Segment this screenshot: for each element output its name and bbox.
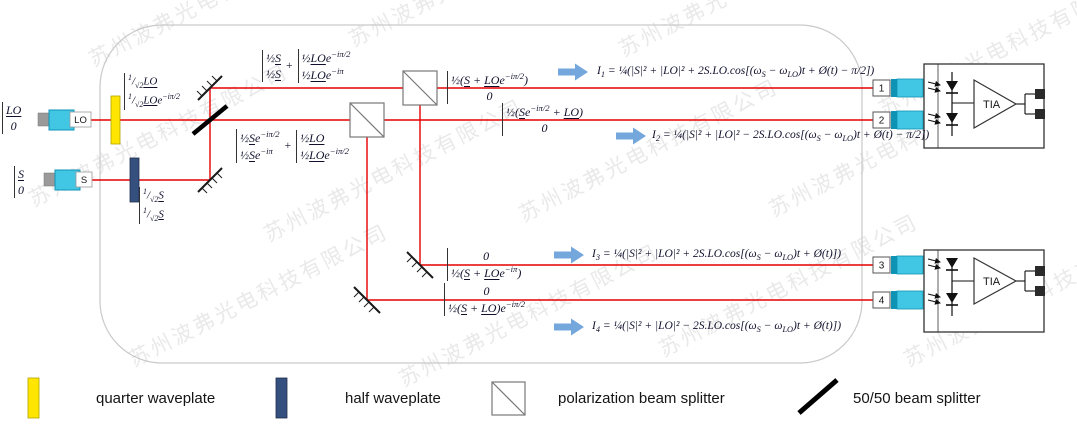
output-port-number: 4: [879, 296, 885, 307]
polarization-beam-splitter-icon: [402, 70, 438, 106]
mirror-icon: [406, 251, 434, 279]
tia-label: TIA: [983, 276, 1001, 288]
legend-icons: [27, 377, 839, 419]
50-50-beam-splitter-icon: [191, 104, 229, 136]
output-port-3: 3: [872, 255, 924, 275]
balanced-detector-tia-top: TIA: [923, 63, 1045, 149]
output-pin: [1035, 109, 1045, 119]
photodiode-icon: [927, 80, 958, 94]
half-waveplate-icon: [129, 157, 140, 203]
s-input-label: S: [81, 175, 87, 186]
photodiode-icon: [927, 112, 958, 126]
quarter-waveplate-icon: [27, 377, 40, 419]
tia-label: TIA: [983, 99, 1001, 111]
output-pin: [1035, 286, 1045, 296]
lo-input-label: LO: [74, 115, 87, 126]
quarter-waveplate-icon: [110, 95, 121, 145]
photodiode-icon: [927, 257, 958, 271]
balanced-detector-tia-bottom: TIA: [923, 249, 1045, 333]
polarization-beam-splitter-icon: [349, 102, 385, 138]
laser-beam-paths: [90, 87, 873, 301]
tia-amplifier-icon: [973, 256, 1018, 306]
hybrid-module-outline: [99, 24, 863, 364]
50-50-beam-splitter-icon: [797, 378, 839, 415]
output-port-4: 4: [872, 290, 924, 310]
mirror-icon: [196, 75, 223, 101]
s-input-connector: S: [43, 169, 93, 191]
output-port-number: 2: [879, 116, 885, 127]
polarization-beam-splitter-icon: [491, 381, 526, 416]
photodiode-icon: [927, 292, 958, 306]
mirror-icon: [197, 167, 223, 194]
half-waveplate-icon: [275, 377, 288, 419]
tia-amplifier-icon: [973, 78, 1018, 130]
output-pin: [1035, 89, 1045, 99]
output-port-1: 1: [872, 78, 924, 98]
mirror-icon: [353, 286, 381, 314]
lo-input-connector: LO: [37, 109, 92, 131]
output-port-number: 1: [879, 84, 885, 95]
output-port-2: 2: [872, 110, 924, 130]
output-pin: [1035, 266, 1045, 276]
output-port-number: 3: [879, 261, 885, 272]
implies-arrow-icon: [554, 63, 646, 336]
